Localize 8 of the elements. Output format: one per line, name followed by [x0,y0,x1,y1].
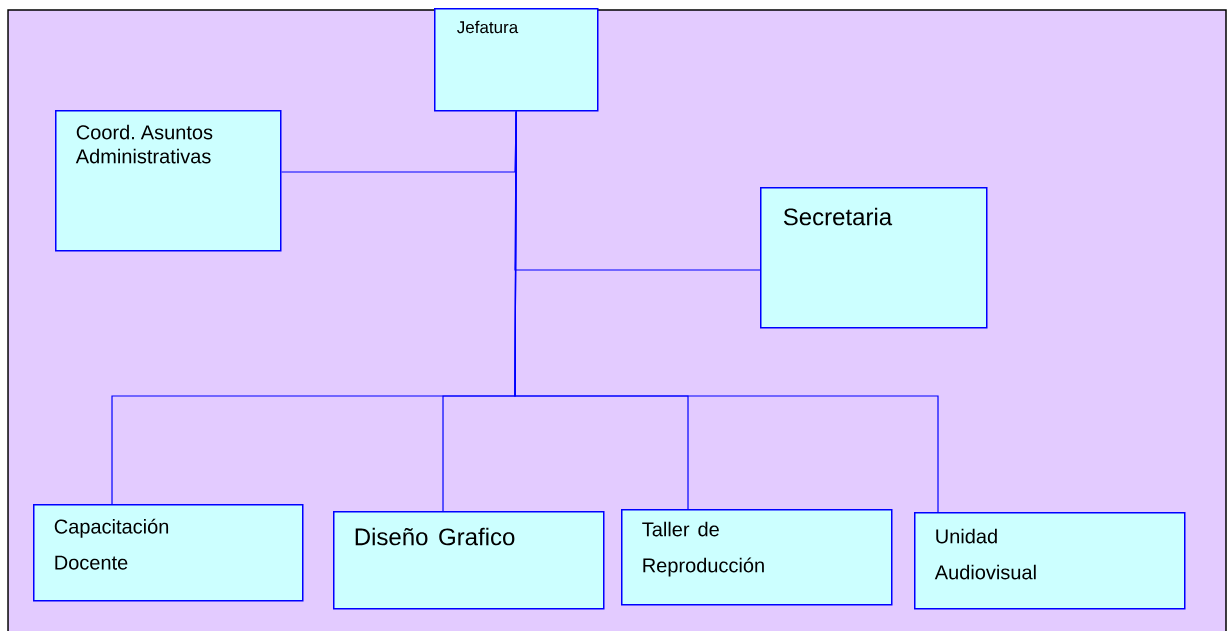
connector-line [514,110,939,513]
org-box: Capacitación Docente [33,504,304,602]
org-box: Diseño Grafico [333,511,605,610]
org-box: Unidad Audiovisual [914,512,1186,610]
org-box: Coord. Asuntos Administrativas [55,110,282,252]
org-box: Jefatura [434,8,599,112]
org-box: Taller de Reproducción [621,509,893,606]
org-box: Secretaria [760,187,988,329]
